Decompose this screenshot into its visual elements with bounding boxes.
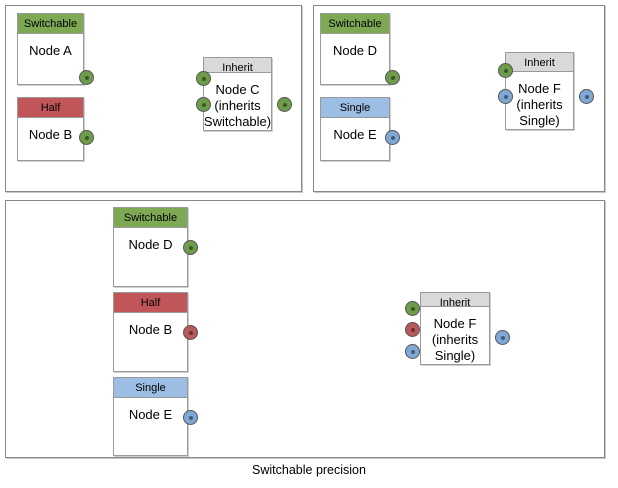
node-header-label: Inherit	[204, 58, 271, 73]
node-header-label: Single	[321, 98, 389, 118]
node-f-input-port-1[interactable]	[405, 301, 420, 316]
node-c-input-port-1[interactable]	[196, 71, 211, 86]
node-body-label: Node B	[28, 127, 73, 142]
node-body-label: Node E	[333, 127, 377, 142]
node-f-output-port[interactable]	[579, 89, 594, 104]
node-f-output-port[interactable]	[495, 330, 510, 345]
node-f-input-port-1[interactable]	[498, 63, 513, 78]
node-f-input-port-3[interactable]	[405, 344, 420, 359]
node-d-output-port[interactable]	[183, 240, 198, 255]
node-c-input-port-2[interactable]	[196, 97, 211, 112]
node-header-label: Switchable	[321, 14, 389, 34]
node-header-label: Inherit	[421, 293, 489, 307]
panel-bottom	[5, 200, 605, 458]
node-body-label: Node B	[128, 322, 173, 337]
node-body-label: Node C (inherits Switchable)	[203, 82, 272, 129]
node-e-output-port[interactable]	[183, 410, 198, 425]
node-d-output-port[interactable]	[385, 70, 400, 85]
node-body-label: Node A	[29, 43, 72, 58]
node-body-label: Node F (inherits Single)	[431, 316, 479, 363]
node-header-label: Switchable	[114, 208, 187, 228]
node-body-label: Node E	[128, 407, 173, 422]
node-body-label: Node D	[128, 237, 173, 252]
node-header-label: Single	[114, 378, 187, 398]
node-c-output-port[interactable]	[277, 97, 292, 112]
node-header-label: Half	[18, 98, 83, 118]
node-body-label: Node D	[332, 43, 378, 58]
node-header-label: Switchable	[18, 14, 83, 34]
diagram-caption: Switchable precision	[252, 463, 366, 477]
node-b-output-port[interactable]	[183, 325, 198, 340]
node-e-output-port[interactable]	[385, 130, 400, 145]
node-header-label: Half	[114, 293, 187, 313]
node-b-output-port[interactable]	[79, 130, 94, 145]
node-body-label: Node F (inherits Single)	[516, 81, 563, 128]
node-header-label: Inherit	[506, 53, 573, 72]
node-f-input-port-2[interactable]	[498, 89, 513, 104]
node-a-output-port[interactable]	[79, 70, 94, 85]
node-f-input-port-2[interactable]	[405, 322, 420, 337]
